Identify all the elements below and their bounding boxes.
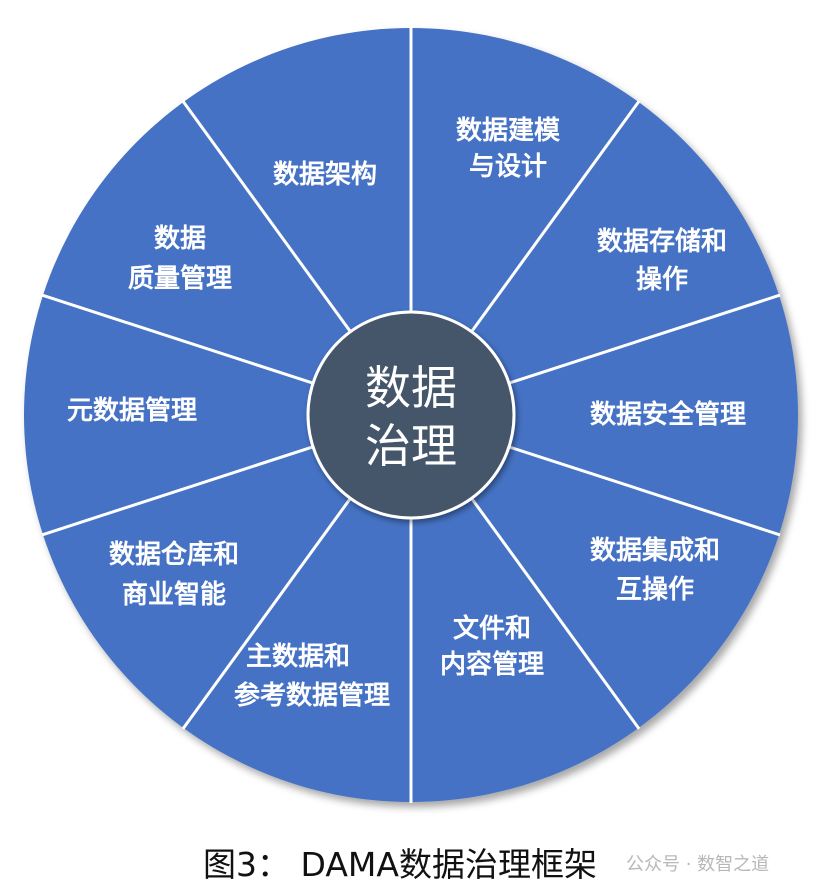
segment-label-line: 数据安全管理 [590, 399, 746, 430]
segment-data-architecture: 数据架构 [273, 160, 377, 190]
segment-label-line: 参考数据管理 [234, 680, 390, 711]
segment-label-line: 质量管理 [128, 264, 232, 294]
segment-data-security: 数据安全管理 [590, 399, 746, 430]
segment-label-line: 内容管理 [440, 649, 544, 680]
segment-label-line: 数据仓库和 [109, 539, 239, 570]
segment-label-line: 商业智能 [122, 579, 226, 610]
hub-circle [306, 310, 516, 520]
segment-label-line: 元数据管理 [67, 396, 197, 426]
segment-document-content: 文件和 内容管理 [440, 613, 544, 680]
figure-caption: 图3： DAMA数据治理框架 [203, 845, 597, 884]
segment-label-line: 文件和 [453, 613, 531, 644]
segment-data-integration: 数据集成和 互操作 [590, 535, 720, 605]
segment-label-line: 数据建模 [456, 116, 561, 146]
segment-label-line: 数据存储和 [597, 226, 727, 257]
segment-label-line: 主数据和 [246, 642, 350, 672]
segment-label-line: 数据 [154, 224, 206, 254]
hub-label-line-2: 治理 [365, 419, 457, 473]
segment-data-modeling: 数据建模 与设计 [456, 116, 561, 182]
segment-label-line: 与设计 [469, 152, 547, 182]
segment-data-warehouse-bi: 数据仓库和 商业智能 [109, 539, 239, 610]
segment-label-line: 数据架构 [273, 160, 377, 190]
segment-label-line: 数据集成和 [590, 535, 720, 566]
segment-data-quality: 数据 质量管理 [128, 224, 232, 294]
segment-data-storage: 数据存储和 操作 [597, 226, 727, 295]
hub-label-line-1: 数据 [365, 361, 457, 415]
watermark-text: 公众号 · 数智之道 [626, 854, 770, 875]
segment-label-line: 操作 [636, 265, 688, 295]
segment-label-line: 互操作 [616, 575, 694, 605]
segment-master-reference-data: 主数据和 参考数据管理 [234, 642, 390, 711]
segment-metadata: 元数据管理 [67, 396, 197, 426]
